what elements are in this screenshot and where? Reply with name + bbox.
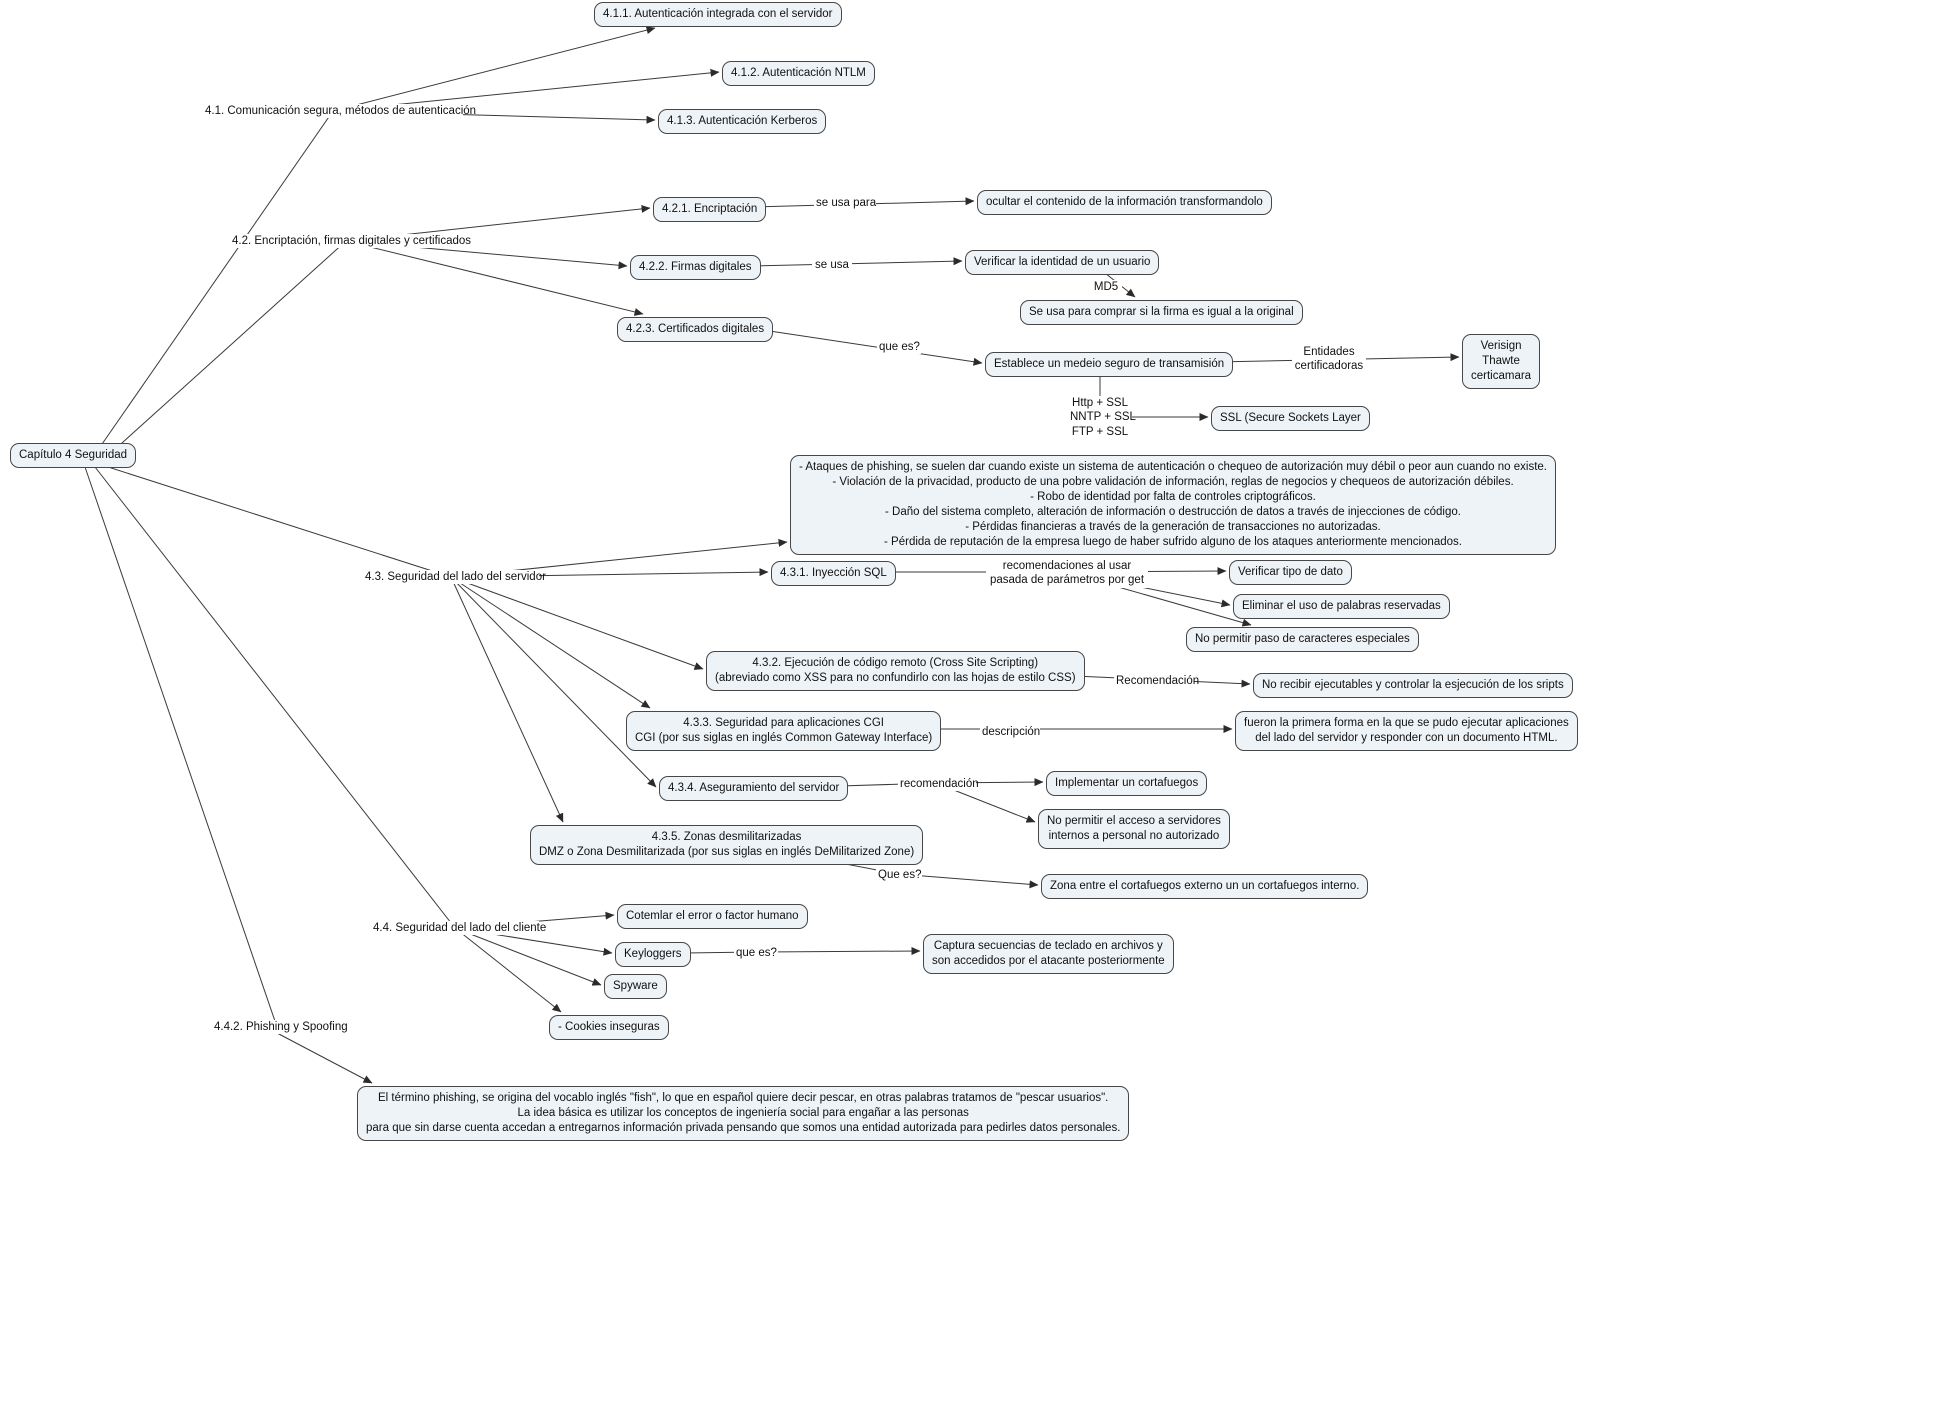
node-ssl: SSL (Secure Sockets Layer	[1211, 406, 1370, 431]
node-verificar-tipo-dato: Verificar tipo de dato	[1229, 560, 1352, 585]
edge-line	[755, 947, 921, 956]
node-4-1-2: 4.1.2. Autenticación NTLM	[722, 61, 875, 86]
branch-label-4-2: 4.2. Encriptación, firmas digitales y ce…	[230, 234, 472, 249]
node-4-2-1: 4.2.1. Encriptación	[653, 197, 767, 222]
link-label-se-usa-para: se usa para	[814, 196, 877, 211]
node-phishing-descripcion: El término phishing, se origina del voca…	[357, 1086, 1130, 1141]
link-label-recomendacion-servidor: recomendación	[898, 777, 979, 792]
link-label-que-es-certificados: que es?	[877, 340, 921, 355]
edge-line	[749, 257, 963, 267]
node-cgi-descripcion: fueron la primera forma en la que se pud…	[1235, 711, 1578, 751]
branch-label-4-3: 4.3. Seguridad del lado del servidor	[363, 570, 546, 585]
node-capitulo-4-seguridad: Capítulo 4 Seguridad	[10, 443, 137, 468]
edge-line	[84, 466, 278, 1028]
branch-label-4-4-2: 4.4.2. Phishing y Spoofing	[212, 1020, 348, 1035]
node-4-2-2: 4.2.2. Firmas digitales	[630, 255, 761, 280]
link-label-que-es-dmz: Que es?	[876, 868, 922, 883]
branch-label-4-4: 4.4. Seguridad del lado del cliente	[371, 921, 547, 936]
edge-line	[450, 576, 564, 823]
edge-line	[99, 110, 334, 448]
node-zona-cortafuegos: Zona entre el cortafuegos externo un un …	[1041, 874, 1369, 899]
node-4-1-3: 4.1.3. Autenticación Kerberos	[658, 109, 827, 134]
node-4-1-1: 4.1.1. Autenticación integrada con el se…	[594, 2, 842, 27]
edge-line	[104, 465, 452, 578]
node-cookies-inseguras: - Cookies inseguras	[549, 1015, 669, 1040]
edge-line	[276, 1032, 373, 1084]
node-4-3-2: 4.3.2. Ejecución de código remoto (Cross…	[706, 651, 1085, 691]
node-ocultar-contenido: ocultar el contenido de la información t…	[977, 190, 1272, 215]
node-no-recibir-ejecutables: No recibir ejecutables y controlar la es…	[1253, 673, 1573, 698]
edge-line	[94, 466, 456, 929]
link-label-entidades-certificadoras: Entidades certificadoras	[1292, 345, 1366, 374]
node-spyware: Spyware	[604, 974, 667, 999]
node-4-3-3: 4.3.3. Seguridad para aplicaciones CGI C…	[626, 711, 942, 751]
node-eliminar-palabras-reservadas: Eliminar el uso de palabras reservadas	[1233, 594, 1450, 619]
node-error-humano: Cotemlar el error o factor humano	[617, 904, 808, 929]
node-4-3-4: 4.3.4. Aseguramiento del servidor	[659, 776, 849, 801]
branch-label-4-1: 4.1. Comunicación segura, métodos de aut…	[203, 104, 477, 119]
node-establece-medio-seguro: Establece un medeio seguro de transamisi…	[985, 352, 1234, 377]
link-label-descripcion-cgi: descripción	[980, 725, 1041, 740]
edge-line	[111, 240, 347, 453]
node-verificar-identidad: Verificar la identidad de un usuario	[965, 250, 1160, 275]
link-label-protocolos-ssl: Http + SSL NNTP + SSL FTP + SSL	[1068, 396, 1136, 440]
edge-line	[454, 927, 602, 986]
edge-line	[450, 576, 651, 709]
node-implementar-cortafuegos: Implementar un cortafuegos	[1046, 771, 1208, 796]
node-riesgos-servidor: - Ataques de phishing, se suelen dar cua…	[790, 455, 1556, 555]
node-captura-teclado: Captura secuencias de teclado en archivo…	[923, 934, 1174, 974]
node-4-3-1: 4.3.1. Inyección SQL	[771, 561, 896, 586]
link-label-se-usa: se usa	[812, 258, 852, 273]
edge-line	[332, 26, 656, 112]
node-comparar-firma: Se usa para comprar si la firma es igual…	[1020, 300, 1303, 325]
edge-line	[345, 240, 644, 316]
link-label-md5: MD5	[1090, 280, 1122, 295]
link-label-recomendaciones-get: recomendaciones al usar pasada de paráme…	[986, 559, 1148, 588]
edge-line	[762, 329, 983, 366]
edge-line	[450, 576, 657, 788]
edge-line	[450, 576, 704, 670]
node-verisign-thawte: Verisign Thawte certicamara	[1462, 334, 1541, 389]
node-no-acceso-servidores: No permitir el acceso a servidores inter…	[1038, 809, 1230, 849]
node-4-2-3: 4.2.3. Certificados digitales	[617, 317, 774, 342]
node-no-caracteres-especiales: No permitir paso de caracteres especiale…	[1186, 627, 1419, 652]
link-label-recomendacion-xss: Recomendación	[1114, 674, 1200, 689]
edge-line	[454, 927, 562, 1013]
node-4-3-5: 4.3.5. Zonas desmilitarizadas DMZ o Zona…	[530, 825, 924, 865]
node-keyloggers: Keyloggers	[615, 942, 691, 967]
link-label-que-es-keylogger: que es?	[734, 946, 778, 961]
